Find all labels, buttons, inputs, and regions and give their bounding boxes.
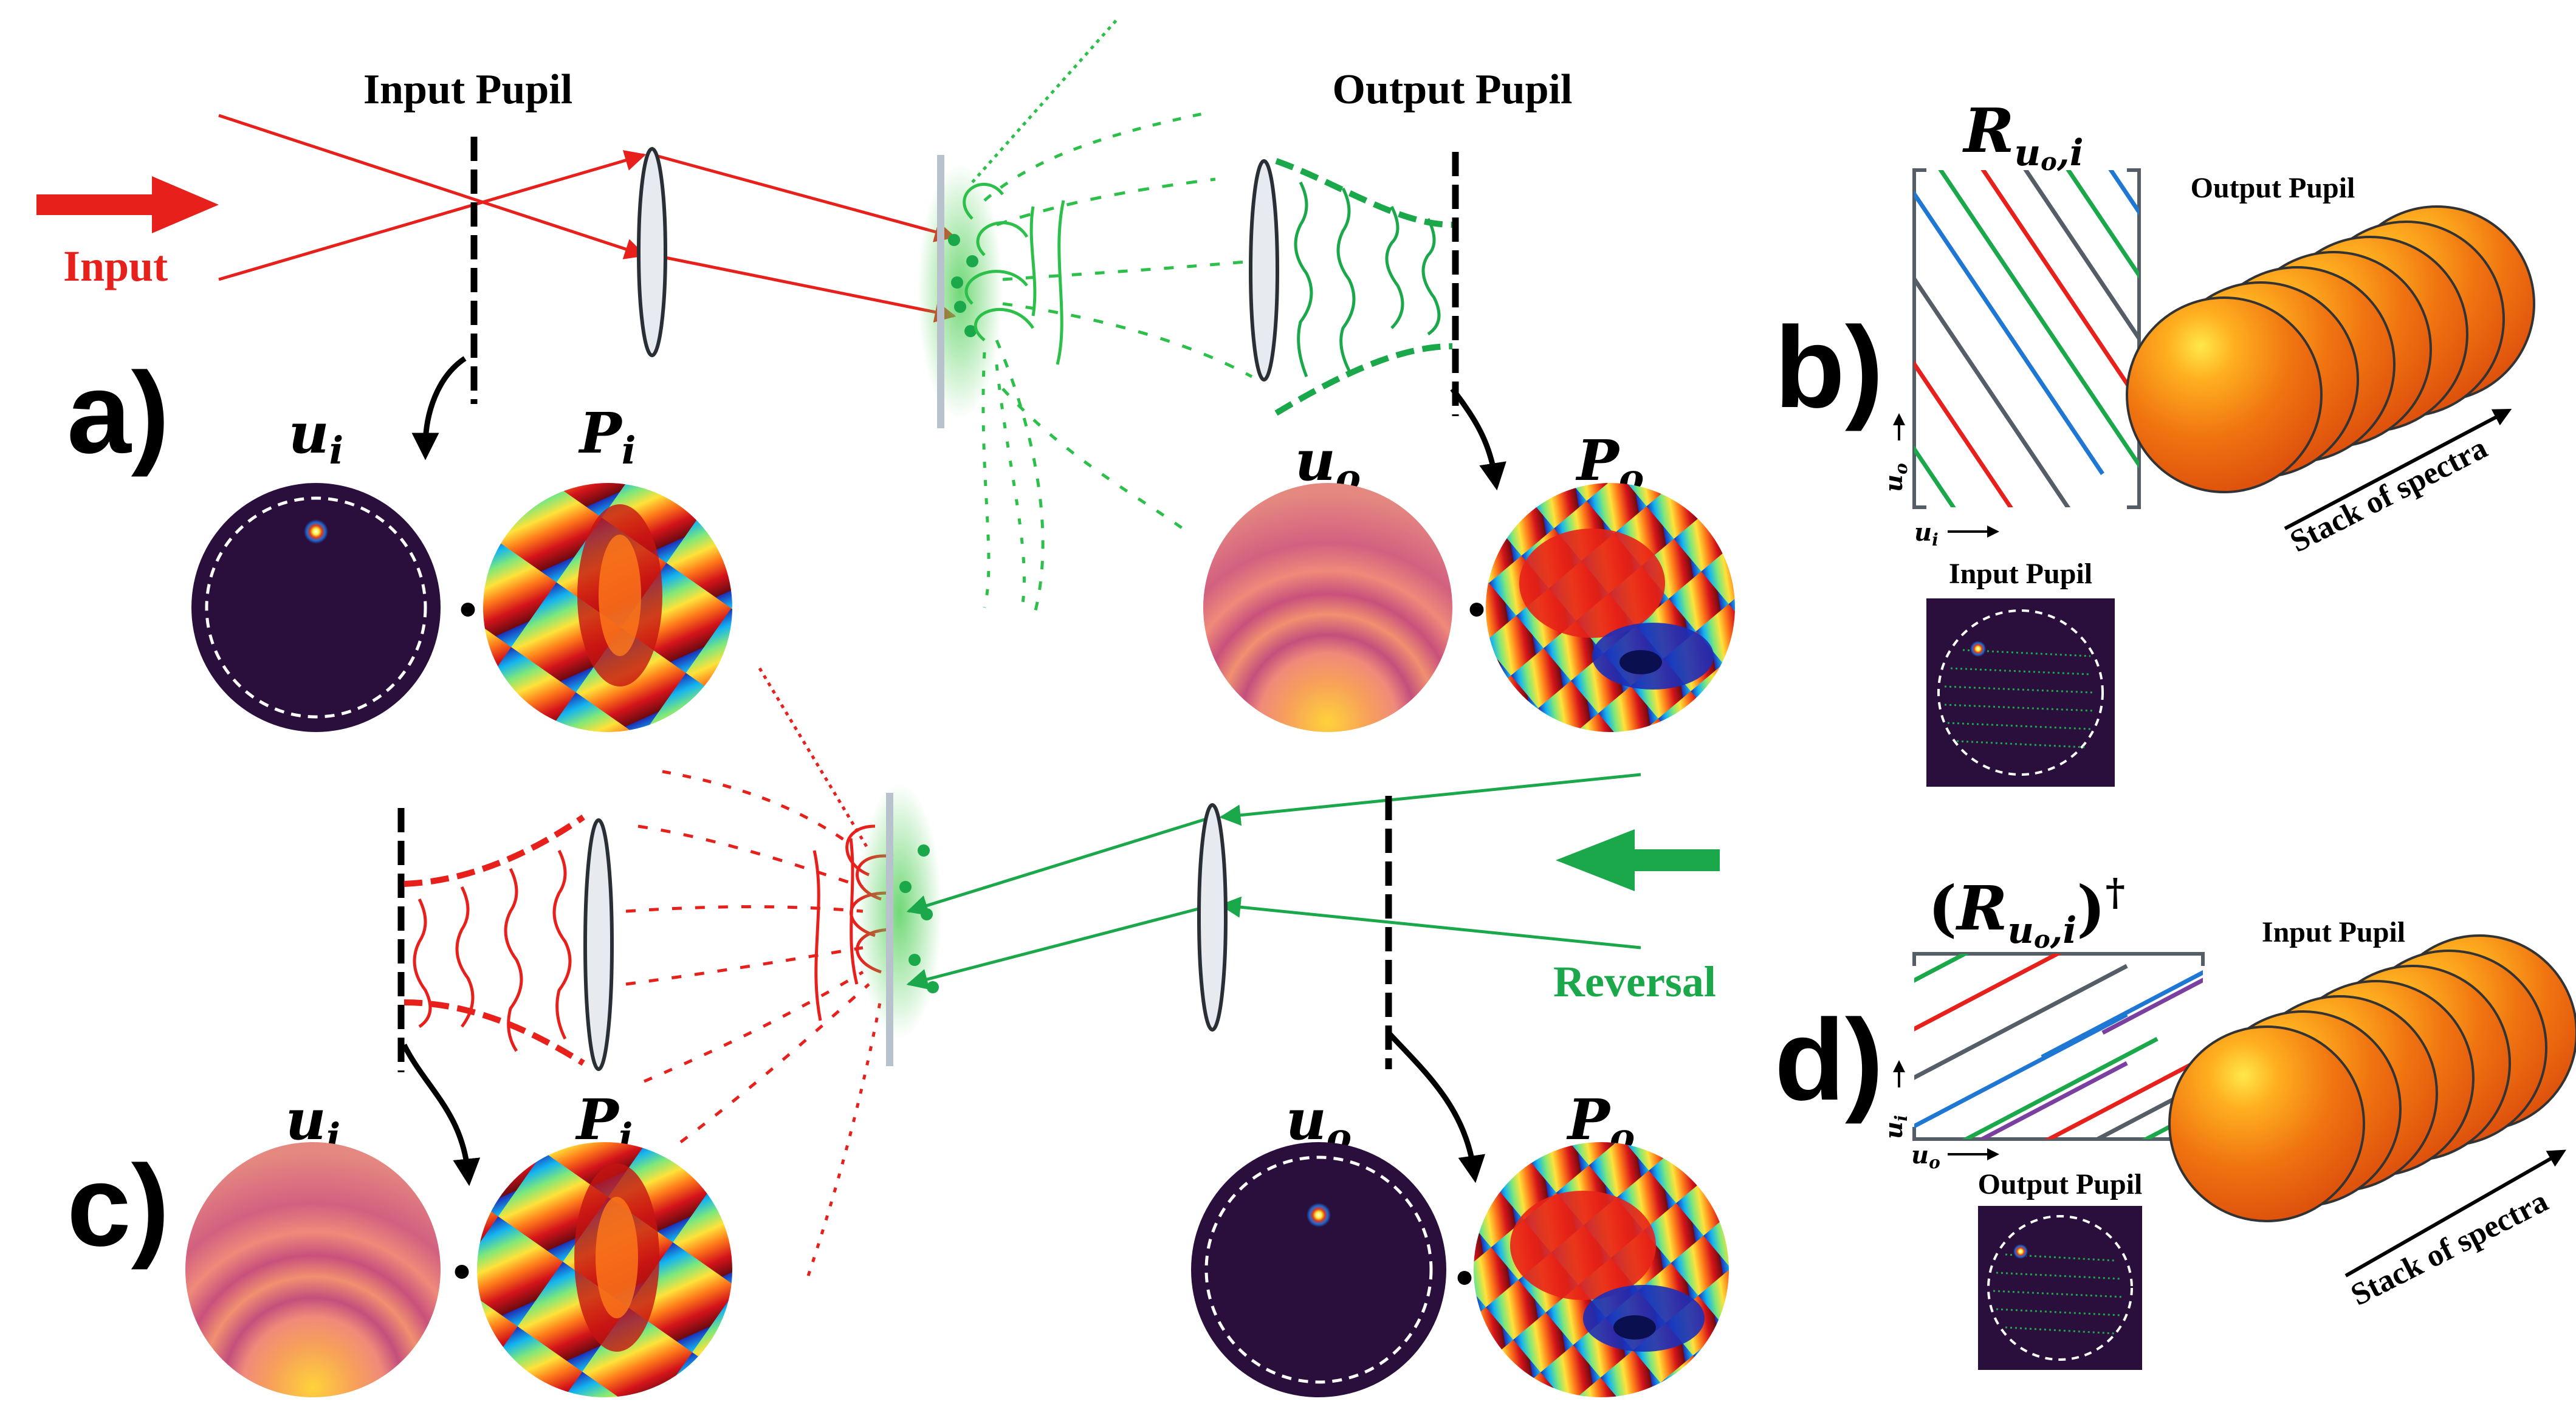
stack-title-d: Input Pupil [2262,916,2405,948]
panel-c-letter: c) [67,1142,170,1270]
input-label: Input [63,242,168,290]
input-pupil-title: Input Pupil [363,66,572,113]
reversal-rays [906,773,1641,990]
lens-icon [1249,159,1279,382]
output-pupil-title: Output Pupil [1333,66,1573,113]
panel-c: c) [67,667,1729,1397]
inset-pupil-d [1978,1206,2142,1370]
scatterer-icon [857,784,942,1066]
curved-arrow-icon [1450,387,1506,491]
dot-operator: • [459,582,476,636]
stack-arrow-b [2284,408,2512,530]
input-rays [218,114,957,323]
curved-arrow-icon [1386,1030,1486,1183]
matrix-y-axis-label-b: uo [1880,463,1911,492]
inset-title-b: Input Pupil [1949,558,2092,590]
dot-operator: • [453,1244,470,1298]
inset-pupil-b [1926,598,2115,787]
input-speckle-image-c [185,1142,441,1397]
wavefronts-c [404,814,585,1066]
curved-arrow-icon [411,356,467,460]
output-speckle-image-a [1203,483,1452,732]
dot-operator: • [1456,1250,1473,1304]
dot-operator: • [1468,582,1485,636]
phase-mask-image-c-out [1474,1142,1729,1397]
pi-label-a: Pi [578,400,636,473]
input-pupil-image-a [191,483,441,732]
stack-caption-d: Stack of spectra [2346,1184,2554,1313]
reversal-label: Reversal [1553,957,1716,1006]
panel-a: a) Input Pupil Output Pupil Input [36,17,1735,732]
phase-mask-image-a-out [1486,483,1735,732]
inset-title-d: Output Pupil [1978,1168,2143,1200]
reversal-arrow-icon [1556,829,1720,891]
panel-a-letter: a) [67,349,170,478]
stack-arrow-d [2344,1149,2567,1278]
reflection-matrix-b [1912,168,2141,509]
scattered-waves-a [963,17,1253,620]
spectra-stack-d [2168,934,2576,1222]
lens-icon [583,818,614,1071]
panel-b: b) Ruo,i uo ui [1774,95,2535,787]
uo-label-c: uo [1286,1087,1352,1159]
lens-icon [637,147,667,357]
matrix-label-d: (Ruo,i)† [1928,870,2125,954]
panel-b-letter: b) [1774,303,1883,432]
phase-mask-image-c [477,1142,732,1397]
panel-d: d) (Ruo,i)† ui uo [1774,870,2576,1370]
po-label-c: Po [1566,1087,1635,1159]
matrix-y-axis-label-d: ui [1880,1115,1911,1139]
phase-mask-image-a [483,483,732,732]
matrix-x-axis-label-b: ui [1914,518,1939,550]
stack-title-b: Output Pupil [2191,172,2355,204]
ui-label-a: ui [289,400,343,473]
lens-icon [1197,803,1228,1032]
input-arrow-icon [36,176,219,233]
scatterer-icon [918,155,1003,428]
matrix-label-b: Ruo,i [1962,95,2083,176]
spectra-stack-b [2126,205,2535,493]
curved-arrow-icon [401,1043,481,1186]
matrix-x-axis-label-d: uo [1911,1141,1940,1172]
panel-d-letter: d) [1774,996,1883,1124]
wavefronts-a [1274,158,1453,416]
output-pupil-image-c [1191,1142,1446,1397]
